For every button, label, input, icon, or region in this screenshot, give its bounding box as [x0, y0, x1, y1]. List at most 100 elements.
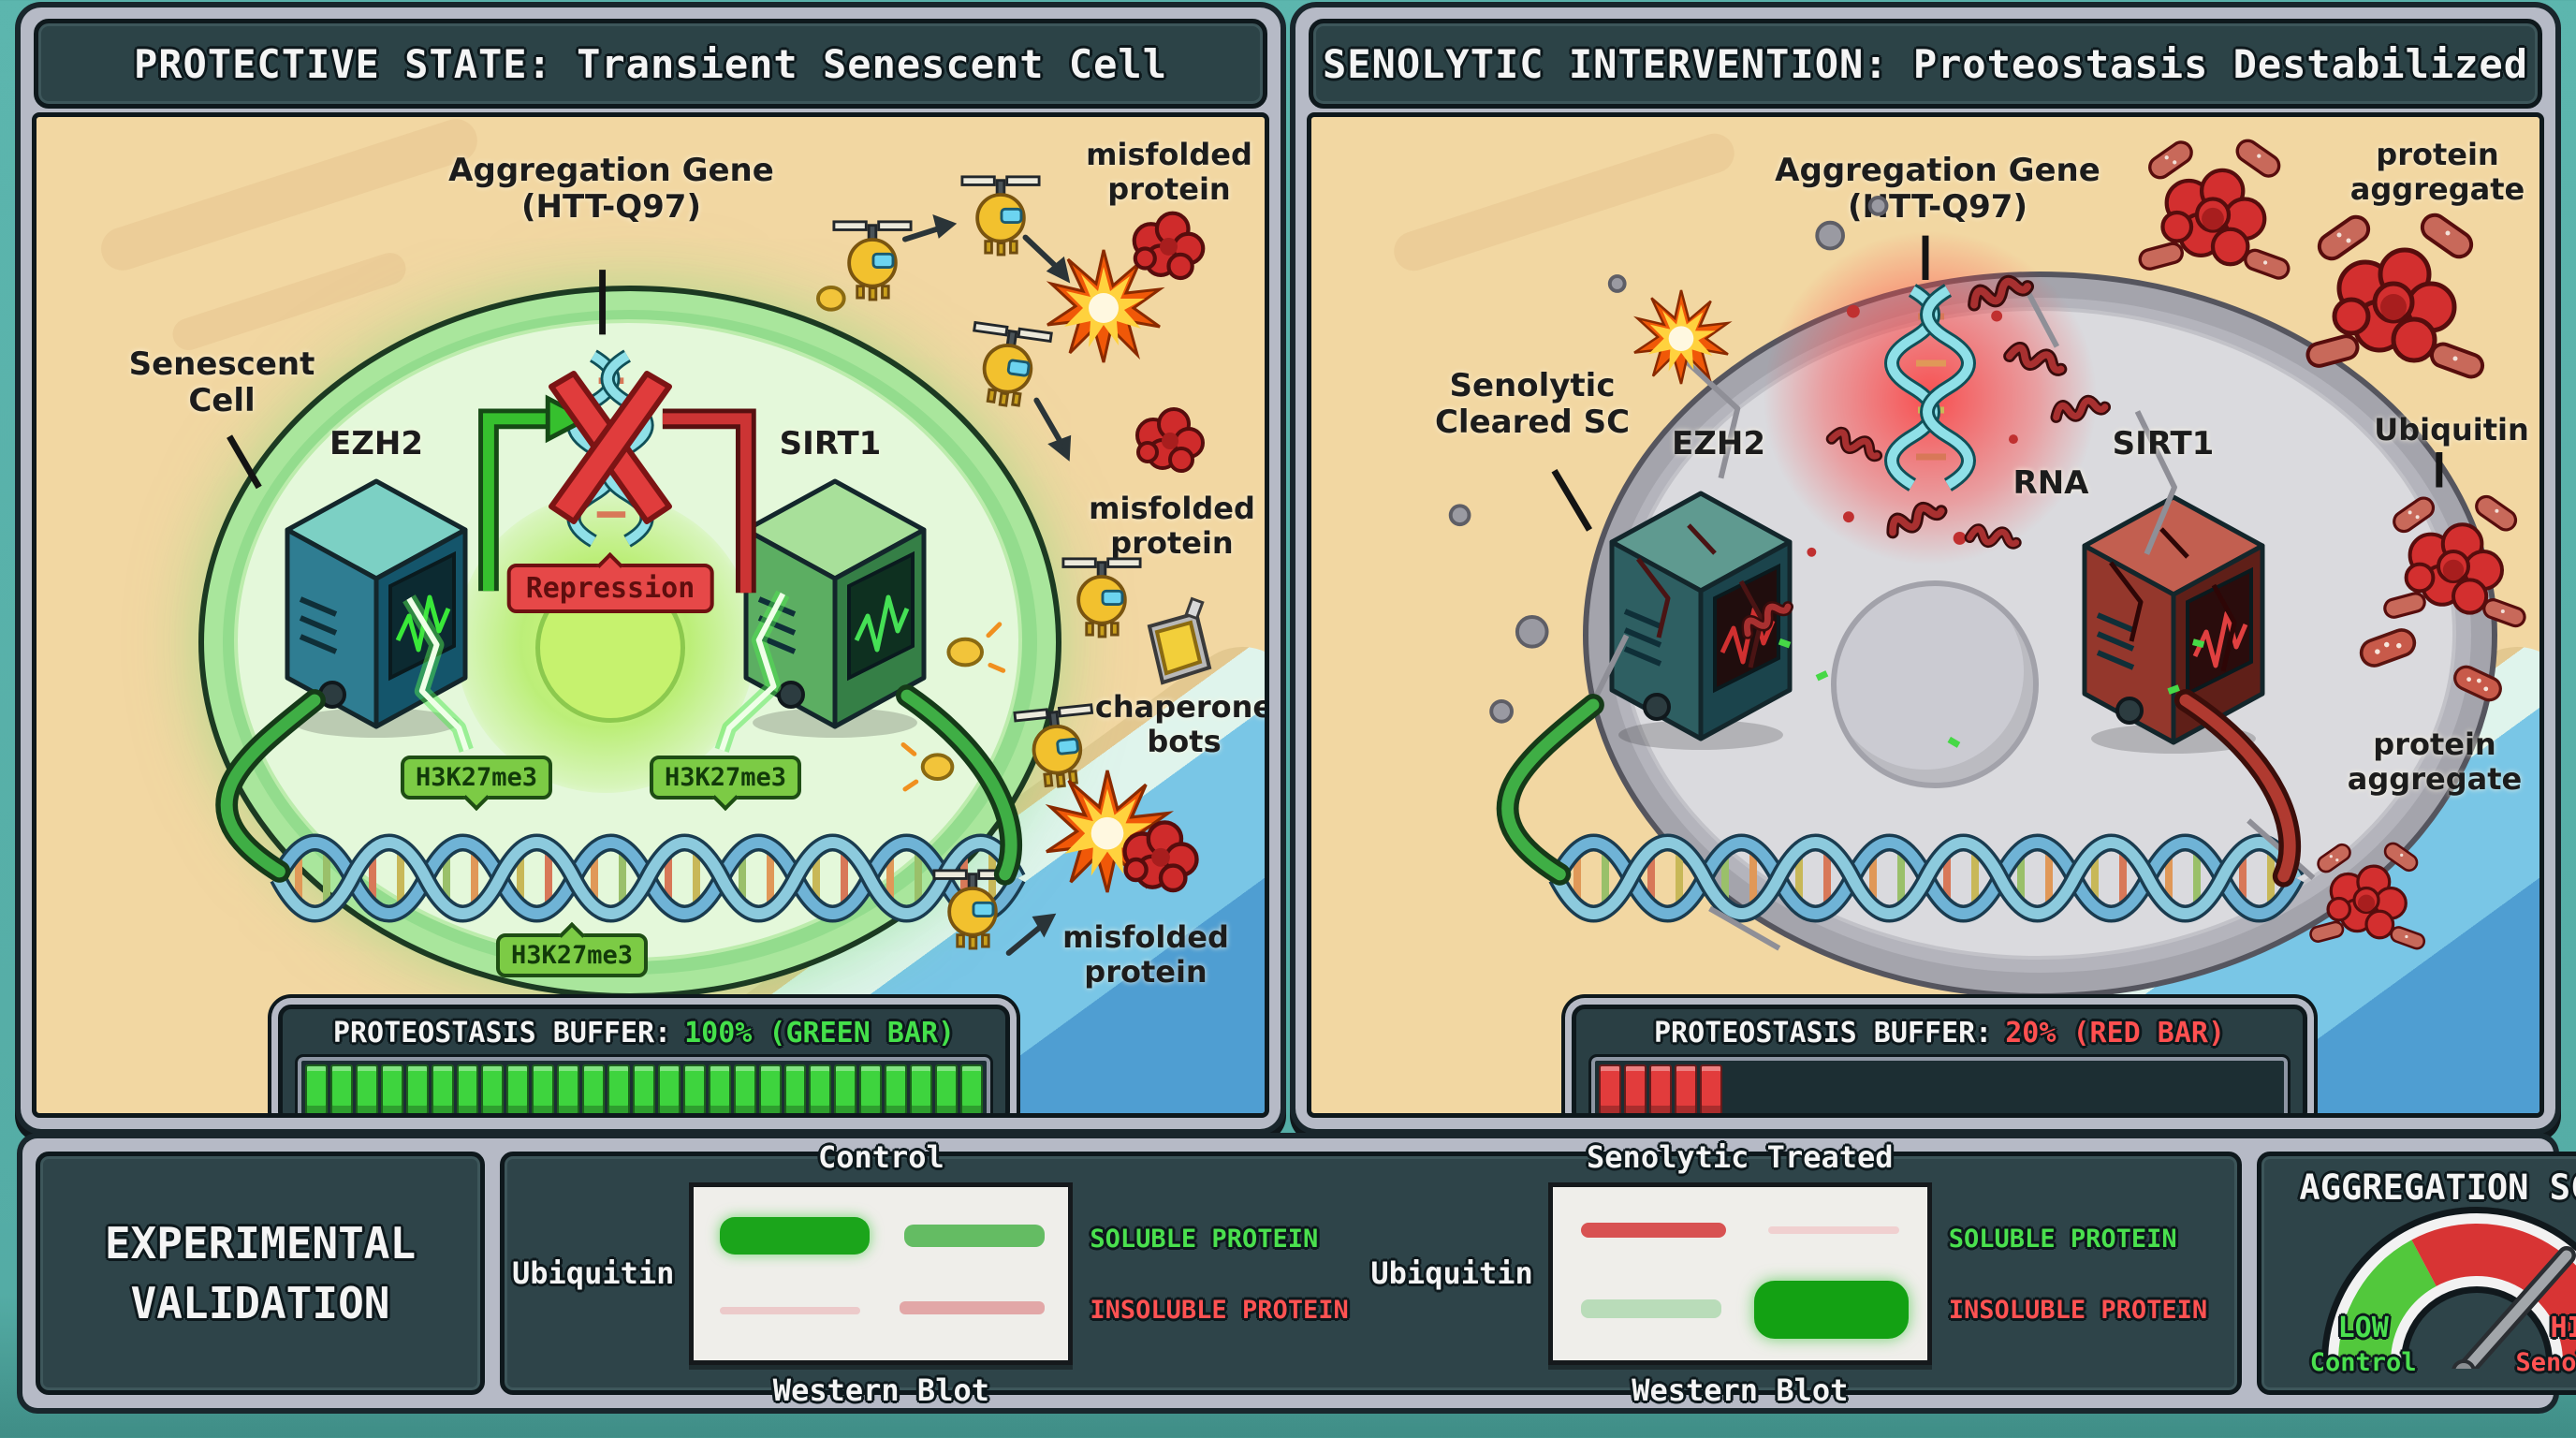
- right-proteostasis-buffer: PROTEOSTASIS BUFFER: 20% (RED BAR): [1572, 1005, 2307, 1113]
- soluble-protein-label: SOLUBLE PROTEIN: [1090, 1224, 1319, 1254]
- left-title: PROTECTIVE STATE: Transient Senescent Ce…: [133, 40, 1168, 87]
- h3k27me3-tag-3: H3K27me3: [495, 933, 649, 977]
- nucleus: [1831, 580, 2039, 788]
- protein-aggregate-icon: [2305, 845, 2427, 967]
- sirt1-label: SIRT1: [779, 425, 882, 462]
- senolytic-soluble-band-faint: [1767, 1225, 1899, 1234]
- sirt1-machine-icon: [737, 476, 933, 738]
- protein-aggregate-bottom-label: protein aggregate: [2347, 726, 2523, 797]
- rna-label: RNA: [2012, 464, 2089, 502]
- sirt1-label: SIRT1: [2112, 425, 2215, 462]
- buffer-segment: [733, 1064, 756, 1113]
- buffer-segment: [405, 1064, 429, 1113]
- buffer-segment: [557, 1064, 580, 1113]
- buffer-segment: [834, 1064, 857, 1113]
- left-content: Repression H3K27me3 H3K27me3 H3K27me3 Ag…: [32, 112, 1269, 1118]
- protein-aggregate-icon: [2300, 218, 2487, 405]
- right-buffer-title: PROTEOSTASIS BUFFER: 20% (RED BAR): [1576, 1017, 2303, 1049]
- panel-protective-state: PROTECTIVE STATE: Transient Senescent Ce…: [21, 7, 1281, 1129]
- control-soluble-band-medium: [904, 1224, 1046, 1247]
- western-blot-box: Ubiquitin Control Western Blot SOLUBLE P…: [500, 1139, 2242, 1408]
- senolytic-caption: Western Blot: [1632, 1372, 1849, 1408]
- control-blot-panel: [689, 1181, 1074, 1365]
- experimental-validation-box: EXPERIMENTAL VALIDATION: [36, 1152, 485, 1395]
- misfolded-bottom-label: misfolded protein: [1062, 919, 1229, 990]
- left-proteostasis-buffer: PROTEOSTASIS BUFFER: 100% (GREEN BAR): [278, 1005, 1010, 1113]
- validation-line1: EXPERIMENTAL: [104, 1218, 417, 1269]
- misfolded-protein-icon: [1122, 820, 1199, 892]
- senolytic-insoluble-band-faint-green: [1580, 1299, 1721, 1318]
- buffer-value: 20% (RED BAR): [2005, 1017, 2226, 1049]
- buffer-segment: [758, 1064, 782, 1113]
- right-content: Aggregation Gene (HTT-Q97) Senolytic Cle…: [1307, 112, 2544, 1118]
- gauge-high-label: HIGH Senolytic: [2515, 1312, 2576, 1377]
- right-title: SENOLYTIC INTERVENTION: Proteostasis Des…: [1322, 40, 2529, 87]
- control-title: Control: [817, 1138, 944, 1175]
- ezh2-machine-icon: [278, 476, 475, 738]
- senolytic-ubiquitin-label: Ubiquitin: [1370, 1255, 1533, 1291]
- buffer-segment: [1649, 1064, 1673, 1113]
- left-buffer-bar: [295, 1054, 993, 1113]
- buffer-segment: [910, 1064, 933, 1113]
- buffer-segment: [456, 1064, 479, 1113]
- chaperone-bot-icon: [962, 320, 1054, 413]
- senolytic-insoluble-band-strong: [1753, 1280, 1909, 1339]
- senolytic-blot-panel: [1547, 1181, 1932, 1365]
- protein-aggregate-top-label: protein aggregate: [2349, 137, 2525, 207]
- sand-streak: [168, 248, 410, 355]
- gauge-low-label: LOW Control: [2309, 1312, 2417, 1377]
- explosion-icon: [1632, 288, 1730, 386]
- senolytic-soluble-band-red: [1580, 1222, 1726, 1238]
- control-row-labels: SOLUBLE PROTEIN INSOLUBLE PROTEIN: [1090, 1187, 1370, 1360]
- h3k27me3-tag-1: H3K27me3: [400, 756, 553, 800]
- buffer-segment: [431, 1064, 454, 1113]
- buffer-segment: [783, 1064, 807, 1113]
- misfolded-mid-label: misfolded protein: [1089, 491, 1255, 561]
- buffer-segment: [532, 1064, 555, 1113]
- misfolded-protein-icon: [1132, 211, 1206, 280]
- validation-line2: VALIDATION: [130, 1278, 390, 1328]
- chromatin-dna-icon: [278, 827, 1017, 930]
- control-insoluble-band-light: [900, 1300, 1046, 1314]
- misfolded-protein-icon: [1135, 407, 1205, 473]
- buffer-segment: [708, 1064, 731, 1113]
- chaperone-bot-icon: [931, 868, 1014, 950]
- control-ubiquitin-label: Ubiquitin: [512, 1255, 675, 1291]
- senolytic-title: Senolytic Treated: [1587, 1138, 1894, 1175]
- ezh2-label: EZH2: [1672, 425, 1765, 462]
- gene-dna-icon: [1897, 290, 1963, 487]
- protein-aggregate-icon: [2133, 143, 2292, 302]
- sirt1-machine-damaged-icon: [2075, 492, 2272, 754]
- buffer-segment: [1675, 1064, 1698, 1113]
- buffer-segment: [632, 1064, 655, 1113]
- control-soluble-band-strong: [720, 1216, 871, 1255]
- buffer-segment: [582, 1064, 606, 1113]
- chromatin-dna-icon: [1557, 827, 2296, 930]
- insoluble-protein-label: INSOLUBLE PROTEIN: [1948, 1295, 2208, 1325]
- buffer-segment: [380, 1064, 403, 1113]
- control-insoluble-band-faint: [720, 1306, 861, 1314]
- gene-label: Aggregation Gene (HTT-Q97): [1775, 152, 2100, 227]
- left-buffer-title: PROTEOSTASIS BUFFER: 100% (GREEN BAR): [283, 1017, 1005, 1049]
- buffer-segment: [1599, 1064, 1622, 1113]
- chaperone-bot-icon: [1061, 556, 1143, 638]
- senolytic-row-labels: SOLUBLE PROTEIN INSOLUBLE PROTEIN: [1949, 1187, 2230, 1360]
- buffer-segment: [355, 1064, 378, 1113]
- buffer-segment: [682, 1064, 706, 1113]
- senolytic-blot-group: Ubiquitin Senolytic Treated Western Blot…: [1370, 1139, 2229, 1408]
- control-blot-group: Ubiquitin Control Western Blot SOLUBLE P…: [512, 1139, 1370, 1408]
- buffer-segment: [885, 1064, 908, 1113]
- insoluble-protein-label: INSOLUBLE PROTEIN: [1090, 1295, 1349, 1325]
- buffer-segment: [959, 1064, 983, 1113]
- buffer-segment: [809, 1064, 832, 1113]
- chaperone-canister-icon: [1148, 596, 1211, 684]
- chaperone-bot-icon: [959, 174, 1042, 257]
- buffer-segment: [1700, 1064, 1723, 1113]
- buffer-segment: [935, 1064, 958, 1113]
- right-title-bar: SENOLYTIC INTERVENTION: Proteostasis Des…: [1309, 19, 2542, 109]
- senescent-cell-label: Senescent Cell: [128, 345, 315, 420]
- sand-streak: [95, 117, 483, 276]
- panel-senolytic-intervention: SENOLYTIC INTERVENTION: Proteostasis Des…: [1295, 7, 2555, 1129]
- right-buffer-bar: [1588, 1054, 2291, 1113]
- repression-tag: Repression: [506, 564, 714, 613]
